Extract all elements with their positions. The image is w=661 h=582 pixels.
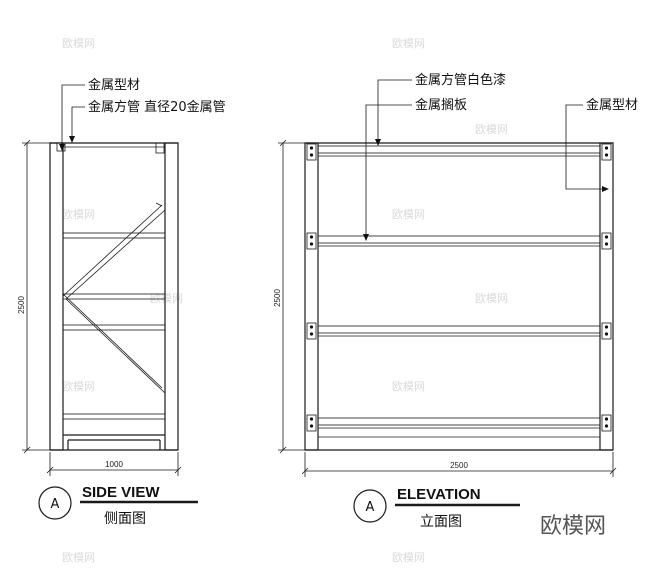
elev-bolt bbox=[604, 235, 609, 239]
elev-leader-tube bbox=[377, 79, 412, 145]
side-view-marker bbox=[38, 486, 72, 520]
side-dim-width-text: 1000 bbox=[105, 460, 123, 469]
elev-dim-tick bbox=[609, 467, 617, 475]
elev-bolt-plate bbox=[601, 414, 612, 432]
side-brace-upper bbox=[62, 204, 163, 297]
side-leader-arrow bbox=[69, 136, 75, 143]
side-view-title: SIDE VIEW bbox=[82, 484, 160, 501]
elev-bolt-plate bbox=[306, 322, 317, 340]
side-dim-tick bbox=[174, 466, 182, 474]
side-label-profile: 金属型材 bbox=[88, 77, 140, 93]
elev-bolt bbox=[604, 146, 609, 150]
side-brace-lower-2 bbox=[65, 298, 166, 394]
side-beam-1 bbox=[62, 232, 166, 239]
elev-shelf-3 bbox=[317, 325, 601, 334]
side-brace-tab bbox=[155, 202, 163, 207]
elev-label-tube: 金属方管白色漆 bbox=[415, 72, 506, 88]
elev-bolt bbox=[604, 424, 609, 428]
elev-bolt bbox=[309, 325, 314, 329]
elev-bolt-plate bbox=[306, 232, 317, 250]
elev-leader-arrow bbox=[602, 186, 609, 192]
side-view-subtitle: 侧面图 bbox=[104, 511, 146, 527]
elev-bolt bbox=[309, 146, 314, 150]
side-brace-lower bbox=[62, 293, 163, 389]
side-left-post bbox=[49, 142, 64, 451]
side-brace-upper-2 bbox=[65, 209, 166, 300]
watermark-text: 欧模网 bbox=[62, 551, 95, 564]
elev-bolt bbox=[604, 242, 609, 246]
side-beam-3 bbox=[62, 324, 166, 331]
elev-dim-tick bbox=[279, 446, 287, 454]
side-view-drawing: 2500 1000 金属型材 金属方管 直径20金属管 A SIDE VIEW … bbox=[17, 77, 226, 527]
watermark-text: 欧模网 bbox=[475, 123, 508, 136]
side-leader-profile bbox=[61, 84, 85, 150]
elev-shelf-4 bbox=[317, 417, 601, 426]
elev-label-profile: 金属型材 bbox=[586, 97, 638, 113]
watermark-text: 欧模网 bbox=[62, 37, 95, 50]
elev-bolt bbox=[309, 235, 314, 239]
elev-leader-arrow bbox=[375, 139, 381, 146]
elev-bolt-plate bbox=[601, 232, 612, 250]
elev-bolt bbox=[309, 332, 314, 336]
side-dim-height-text: 2500 bbox=[17, 296, 26, 314]
elevation-subtitle: 立面图 bbox=[420, 514, 462, 530]
elev-leader-profile bbox=[565, 104, 608, 190]
elev-dim-height-text: 2500 bbox=[273, 289, 282, 307]
brand-watermark: 欧模网 bbox=[540, 514, 606, 539]
elev-bolt bbox=[604, 417, 609, 421]
elev-dim-tick bbox=[301, 467, 309, 475]
watermark-text: 欧模网 bbox=[392, 551, 425, 564]
elev-bolt-plate bbox=[306, 143, 317, 161]
elev-dim-tick bbox=[279, 139, 287, 147]
watermark-text: 欧模网 bbox=[150, 292, 183, 305]
elev-left-post bbox=[304, 142, 319, 451]
side-leader-arrow bbox=[59, 144, 65, 151]
side-beam-4 bbox=[62, 413, 166, 420]
elev-shelf-2 bbox=[317, 235, 601, 244]
elev-bolt bbox=[309, 153, 314, 157]
elev-bolt bbox=[309, 424, 314, 428]
elev-bolt bbox=[604, 153, 609, 157]
elevation-marker-letter: A bbox=[366, 500, 375, 515]
watermark-group: 欧模网 欧模网 欧模网 欧模网 欧模网 欧模网 欧模网 欧模网 欧模网 欧模网 … bbox=[62, 37, 508, 564]
elev-label-shelf: 金属搁板 bbox=[415, 97, 467, 113]
elevation-title: ELEVATION bbox=[397, 486, 481, 503]
elevation-drawing: 2500 2500 金属方管白色漆 金属搁板 金属型材 A ELEVATION … bbox=[273, 72, 638, 530]
watermark-text: 欧模网 bbox=[392, 208, 425, 221]
watermark-text: 欧模网 bbox=[392, 380, 425, 393]
elev-shelf-1 bbox=[317, 145, 601, 154]
elev-bolt bbox=[604, 325, 609, 329]
elev-bolt-plate bbox=[306, 414, 317, 432]
elev-leader-shelf bbox=[365, 104, 412, 240]
side-leader-tube bbox=[71, 106, 85, 142]
side-dim-tick bbox=[23, 446, 31, 454]
side-top-bracket-left bbox=[56, 142, 66, 152]
watermark-text: 欧模网 bbox=[62, 208, 95, 221]
side-view-marker-letter: A bbox=[51, 497, 60, 512]
elev-dim-width-text: 2500 bbox=[450, 461, 468, 470]
elevation-marker bbox=[353, 489, 387, 523]
watermark-text: 欧模网 bbox=[475, 292, 508, 305]
elev-bolt-plate bbox=[601, 322, 612, 340]
elev-bolt bbox=[309, 242, 314, 246]
elev-bolt bbox=[604, 332, 609, 336]
elev-bolt-plate bbox=[601, 143, 612, 161]
side-beam-2 bbox=[62, 293, 166, 300]
watermark-text: 欧模网 bbox=[392, 37, 425, 50]
side-top-bracket-right bbox=[155, 142, 165, 154]
side-dim-tick bbox=[23, 139, 31, 147]
elev-leader-arrow bbox=[363, 234, 369, 241]
watermark-text: 欧模网 bbox=[62, 380, 95, 393]
elev-bolt bbox=[309, 417, 314, 421]
side-label-tube: 金属方管 直径20金属管 bbox=[88, 99, 226, 115]
side-dim-tick bbox=[46, 466, 54, 474]
